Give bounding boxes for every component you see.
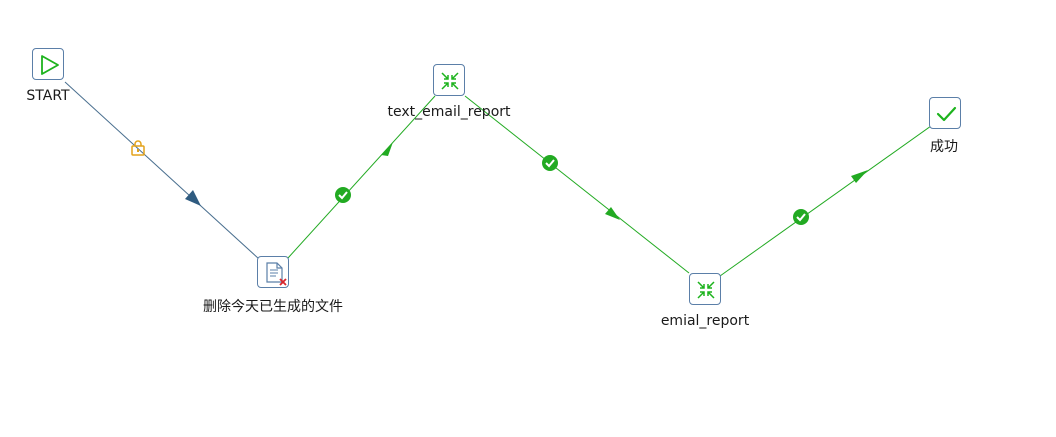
edge-delete-to-text-email[interactable]	[287, 95, 436, 259]
check-circle-icon	[793, 209, 809, 225]
edge-arrowhead	[381, 142, 393, 156]
collapse-arrows-icon	[697, 281, 715, 299]
edge-arrowhead	[851, 170, 868, 183]
node-emial-report[interactable]	[689, 273, 721, 305]
node-label-text-email-report: text_email_report	[387, 104, 511, 120]
edge-start-to-delete[interactable]	[64, 81, 260, 260]
edge-arrowhead	[605, 207, 620, 220]
edge-text-email-to-emial[interactable]	[464, 95, 690, 274]
node-label-start: START	[26, 88, 70, 104]
node-success[interactable]	[929, 97, 961, 129]
edge-emial-to-success[interactable]	[719, 125, 932, 277]
delete-file-icon	[266, 262, 287, 286]
node-label-success: 成功	[930, 139, 958, 155]
check-icon	[936, 106, 957, 122]
check-circle-icon	[335, 187, 351, 203]
node-delete-file[interactable]	[257, 256, 289, 288]
check-circle-icon	[542, 155, 558, 171]
node-label-delete-file: 删除今天已生成的文件	[203, 299, 343, 315]
node-text-email-report[interactable]	[433, 64, 465, 96]
edge-arrowhead	[185, 190, 201, 206]
node-label-emial-report: emial_report	[660, 313, 750, 329]
node-start[interactable]	[32, 48, 64, 80]
collapse-arrows-icon	[441, 72, 459, 90]
play-icon	[41, 55, 59, 75]
lock-icon	[131, 140, 145, 156]
